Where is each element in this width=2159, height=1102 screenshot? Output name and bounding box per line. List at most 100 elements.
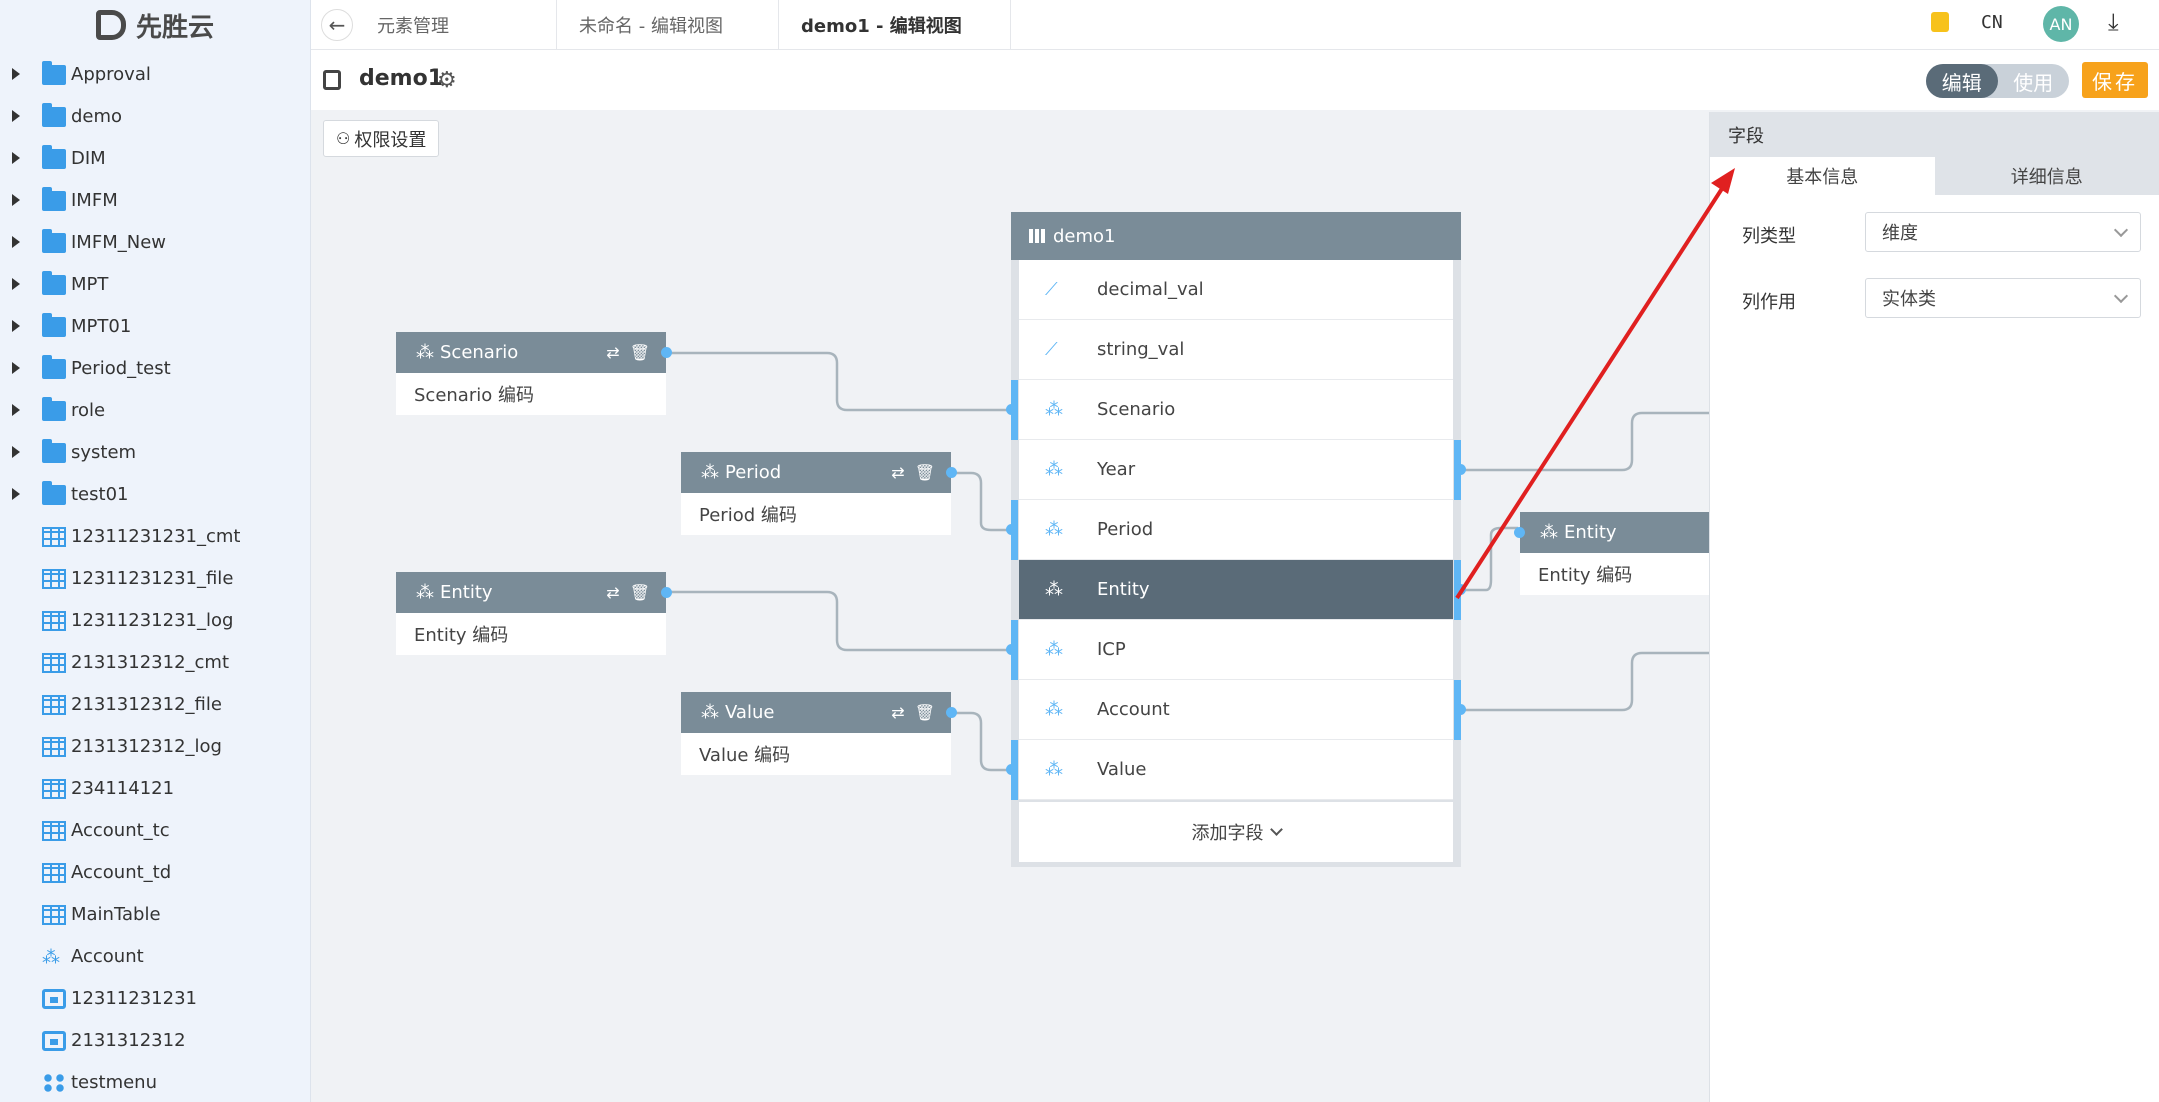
expand-arrow-icon[interactable] xyxy=(12,404,20,416)
tab-untitled-edit-view[interactable]: 未命名 - 编辑视图 xyxy=(557,0,779,50)
mode-use-button[interactable]: 使用 xyxy=(2013,70,2054,95)
tab-element-management[interactable]: 元素管理 xyxy=(367,0,557,50)
field-port[interactable] xyxy=(1455,584,1466,595)
swap-icon[interactable]: ⇄ xyxy=(606,343,620,362)
add-field-button[interactable]: 添加字段 xyxy=(1019,802,1453,862)
save-button[interactable]: 保存 xyxy=(2082,62,2148,98)
dimension-node-period[interactable]: ⁂ Period ⇄🗑 Period 编码 xyxy=(681,452,957,535)
swap-icon[interactable]: ⇄ xyxy=(891,703,905,722)
sidebar-item[interactable]: 2131312312 xyxy=(0,1019,311,1061)
sidebar-item[interactable]: 234114121 xyxy=(0,767,311,809)
trash-icon[interactable]: 🗑 xyxy=(629,583,650,602)
back-button[interactable]: ← xyxy=(321,9,353,41)
dimension-node-entity[interactable]: ⁂ Entity ⇄🗑 Entity 编码 xyxy=(396,572,672,655)
sidebar-item[interactable]: 12311231231 xyxy=(0,977,311,1019)
language-switch[interactable]: CN xyxy=(1981,12,2003,33)
field-row[interactable]: ⟋string_val xyxy=(1019,320,1453,380)
node-header[interactable]: ⁂ Period ⇄🗑 xyxy=(681,452,951,493)
dimension-node-scenario[interactable]: ⁂ Scenario ⇄🗑 Scenario 编码 xyxy=(396,332,672,415)
sidebar-item[interactable]: 12311231231_file xyxy=(0,557,311,599)
notification-bag-icon[interactable] xyxy=(1931,12,1949,32)
mode-edit-button[interactable]: 编辑 xyxy=(1926,64,1998,98)
trash-icon[interactable]: 🗑 xyxy=(629,343,650,362)
output-port[interactable] xyxy=(946,467,957,478)
field-name: decimal_val xyxy=(1097,279,1204,300)
column-type-select[interactable]: 维度 xyxy=(1865,212,2141,252)
tab-detail-info[interactable]: 详细信息 xyxy=(1934,157,2159,195)
field-port[interactable] xyxy=(1006,764,1017,775)
field-row[interactable]: ⁂Value xyxy=(1019,740,1453,800)
column-role-select[interactable]: 实体类 xyxy=(1865,278,2141,318)
sidebar-item[interactable]: Period_test xyxy=(0,347,311,389)
output-port[interactable] xyxy=(661,587,672,598)
sidebar-item[interactable]: MPT01 xyxy=(0,305,311,347)
node-field[interactable]: Period 编码 xyxy=(681,493,951,535)
node-field[interactable]: Scenario 编码 xyxy=(396,373,666,415)
sidebar-item[interactable]: 2131312312_log xyxy=(0,725,311,767)
tab-basic-info[interactable]: 基本信息 xyxy=(1710,157,1935,195)
sidebar-item[interactable]: Account_tc xyxy=(0,809,311,851)
sidebar-item[interactable]: test01 xyxy=(0,473,311,515)
expand-arrow-icon[interactable] xyxy=(12,110,20,122)
sidebar-item[interactable]: 2131312312_file xyxy=(0,683,311,725)
sidebar-item[interactable]: MPT xyxy=(0,263,311,305)
field-row[interactable]: ⟋decimal_val xyxy=(1019,260,1453,320)
dimension-node-value[interactable]: ⁂ Value ⇄🗑 Value 编码 xyxy=(681,692,957,775)
input-port[interactable] xyxy=(1514,527,1525,538)
trash-icon[interactable]: 🗑 xyxy=(914,703,935,722)
expand-arrow-icon[interactable] xyxy=(12,152,20,164)
download-icon[interactable]: ⤓ xyxy=(2108,8,2119,36)
output-port[interactable] xyxy=(661,347,672,358)
expand-arrow-icon[interactable] xyxy=(12,488,20,500)
expand-arrow-icon[interactable] xyxy=(12,320,20,332)
field-port[interactable] xyxy=(1455,464,1466,475)
mode-toggle[interactable]: 编辑 使用 xyxy=(1926,64,2069,98)
sidebar-item[interactable]: 2131312312_cmt xyxy=(0,641,311,683)
node-field[interactable]: Value 编码 xyxy=(681,733,951,775)
expand-arrow-icon[interactable] xyxy=(12,236,20,248)
field-port[interactable] xyxy=(1006,644,1017,655)
table-header[interactable]: demo1 xyxy=(1011,212,1461,260)
node-header[interactable]: ⁂ Value ⇄🗑 xyxy=(681,692,951,733)
node-field[interactable]: Entity 编码 xyxy=(396,613,666,655)
sidebar-item[interactable]: demo xyxy=(0,95,311,137)
trash-icon[interactable]: 🗑 xyxy=(914,463,935,482)
sidebar-item[interactable]: 12311231231_cmt xyxy=(0,515,311,557)
field-port[interactable] xyxy=(1006,524,1017,535)
wire-period xyxy=(953,471,1011,532)
sidebar-item[interactable]: system xyxy=(0,431,311,473)
field-row[interactable]: ⁂Period xyxy=(1019,500,1453,560)
field-row[interactable]: ⁂ICP xyxy=(1019,620,1453,680)
sidebar-item[interactable]: Approval xyxy=(0,53,311,95)
swap-icon[interactable]: ⇄ xyxy=(606,583,620,602)
field-row[interactable]: ⁂Entity xyxy=(1019,560,1453,620)
output-port[interactable] xyxy=(946,707,957,718)
sidebar-item[interactable]: IMFM_New xyxy=(0,221,311,263)
gear-icon[interactable]: ⚙ xyxy=(437,68,457,93)
sidebar-item[interactable]: 12311231231_log xyxy=(0,599,311,641)
expand-arrow-icon[interactable] xyxy=(12,278,20,290)
expand-arrow-icon[interactable] xyxy=(12,194,20,206)
field-row[interactable]: ⁂Year xyxy=(1019,440,1453,500)
field-port[interactable] xyxy=(1455,704,1466,715)
node-header[interactable]: ⁂ Entity ⇄🗑 xyxy=(396,572,666,613)
sidebar-item[interactable]: Account_td xyxy=(0,851,311,893)
expand-arrow-icon[interactable] xyxy=(12,362,20,374)
sidebar-item[interactable]: MainTable xyxy=(0,893,311,935)
tab-demo1-edit-view[interactable]: demo1 - 编辑视图 xyxy=(779,0,1011,50)
sidebar-item[interactable]: role xyxy=(0,389,311,431)
permission-settings-button[interactable]: ⚇ 权限设置 xyxy=(323,120,440,157)
sidebar-item[interactable]: testmenu xyxy=(0,1061,311,1102)
field-port[interactable] xyxy=(1006,404,1017,415)
swap-icon[interactable]: ⇄ xyxy=(891,463,905,482)
field-row[interactable]: ⁂Account xyxy=(1019,680,1453,740)
node-header[interactable]: ⁂ Scenario ⇄🗑 xyxy=(396,332,666,373)
field-row[interactable]: ⁂Scenario xyxy=(1019,380,1453,440)
expand-arrow-icon[interactable] xyxy=(12,68,20,80)
sidebar-item[interactable]: IMFM xyxy=(0,179,311,221)
sidebar-item[interactable]: ⁂Account xyxy=(0,935,311,977)
sidebar-item[interactable]: DIM xyxy=(0,137,311,179)
user-avatar[interactable]: AN xyxy=(2043,6,2079,42)
expand-arrow-icon[interactable] xyxy=(12,446,20,458)
main-table-node[interactable]: demo1 ⟋decimal_val⟋string_val⁂Scenario⁂Y… xyxy=(1006,212,1466,867)
